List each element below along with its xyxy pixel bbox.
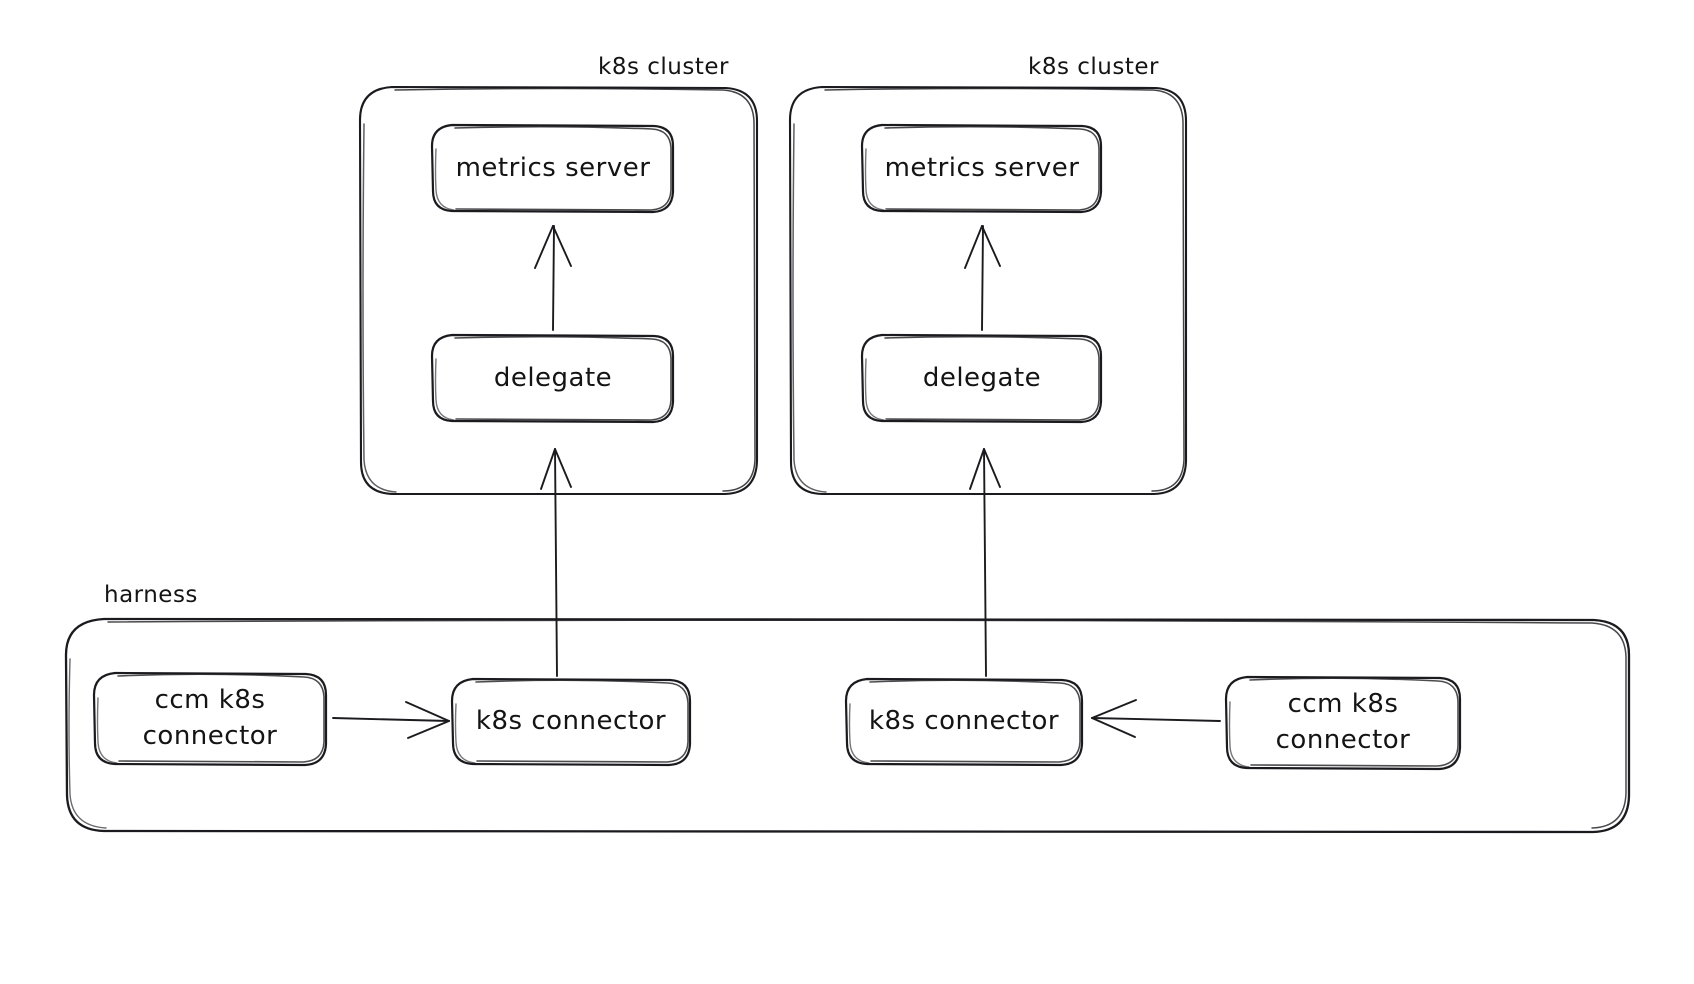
group-k8s-cluster-left[interactable] <box>358 85 759 496</box>
edge-delegate-to-metrics-right <box>964 225 1001 331</box>
node-metrics-server-left[interactable] <box>430 123 675 214</box>
node-metrics-server-right[interactable] <box>860 123 1103 214</box>
node-k8s-connector-right[interactable] <box>844 677 1084 767</box>
edge-ccm-to-k8s-connector-left <box>332 701 450 739</box>
edge-ccm-to-k8s-connector-right <box>1091 699 1221 738</box>
edge-k8s-connector-to-delegate-right <box>969 448 1001 677</box>
node-k8s-connector-left[interactable] <box>450 677 692 767</box>
node-delegate-left[interactable] <box>430 333 675 424</box>
edge-delegate-to-metrics-left <box>534 225 572 331</box>
node-delegate-right[interactable] <box>860 333 1103 424</box>
group-k8s-cluster-right[interactable] <box>788 85 1188 496</box>
node-ccm-k8s-connector-right[interactable] <box>1224 675 1462 771</box>
edge-k8s-connector-to-delegate-left <box>540 448 572 677</box>
group-harness[interactable] <box>64 617 1631 834</box>
node-ccm-k8s-connector-left[interactable] <box>92 671 328 767</box>
